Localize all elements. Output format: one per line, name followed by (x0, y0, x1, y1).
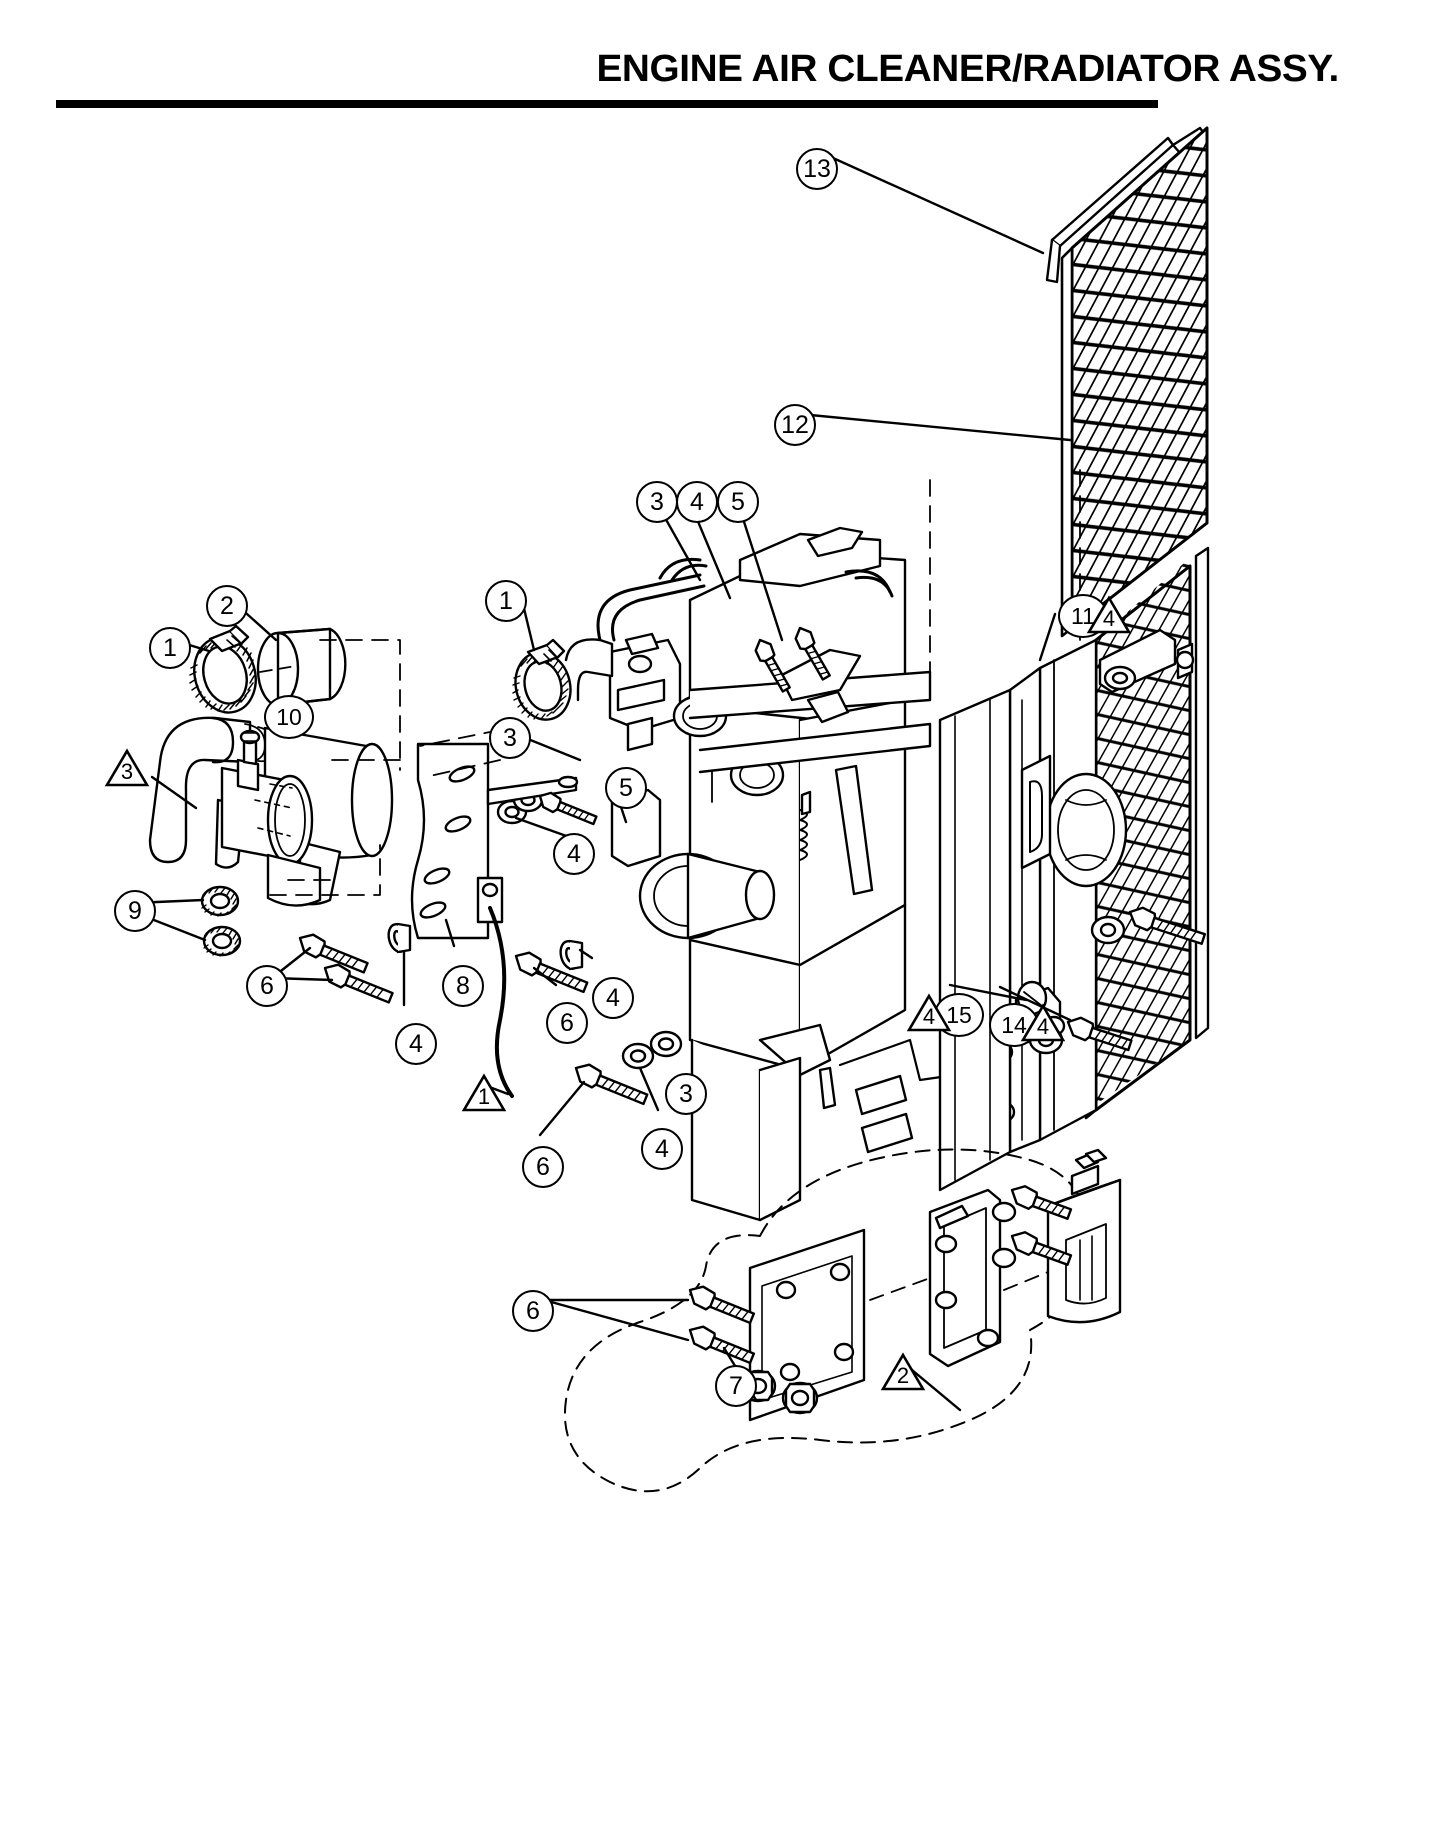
part-5-hex-screws-top (538, 626, 831, 826)
assembly-path-aircleaner (269, 639, 401, 896)
callout-4-lower[interactable]: 4 (641, 1128, 683, 1170)
callout-12[interactable]: 12 (774, 404, 816, 446)
callout-tri-2-bottle[interactable]: 2 (880, 1352, 926, 1392)
callout-1-mid[interactable]: 1 (485, 580, 527, 622)
callout-tri-4-radiator[interactable]: 4 (1086, 595, 1132, 635)
leader-4b (514, 816, 574, 840)
callout-tri-4-mount-label: 4 (922, 1004, 936, 1029)
leader-8 (444, 918, 456, 948)
callout-tri-4-mount[interactable]: 4 (906, 993, 952, 1033)
engine-block-assembly (564, 526, 992, 1222)
leader-4e (638, 1066, 660, 1112)
page-header: ENGINE AIR CLEANER/RADIATOR ASSY. (0, 0, 1445, 118)
leader-6c (538, 1080, 586, 1137)
page-title: ENGINE AIR CLEANER/RADIATOR ASSY. (596, 48, 1340, 90)
part-1-hose-clamp-left (189, 624, 257, 714)
callout-5-mid[interactable]: 5 (605, 767, 647, 809)
callout-2[interactable]: 2 (206, 585, 248, 627)
leader-3c (666, 1053, 674, 1058)
callout-4-mid[interactable]: 4 (553, 833, 595, 875)
leader-11 (1038, 612, 1057, 662)
subassembly-boundary (564, 1148, 1090, 1493)
header-rule (56, 100, 1158, 108)
callout-6-center[interactable]: 6 (546, 1002, 588, 1044)
callout-1-left[interactable]: 1 (149, 627, 191, 669)
leader-3t (150, 775, 198, 810)
callout-tri-1-wire-label: 1 (477, 1084, 491, 1109)
callout-8[interactable]: 8 (442, 965, 484, 1007)
callout-6-left[interactable]: 6 (246, 965, 288, 1007)
callout-6-bottom[interactable]: 6 (512, 1290, 554, 1332)
callout-3-plate[interactable]: 3 (489, 717, 531, 759)
callout-tri-4-isolator-label: 4 (1036, 1014, 1050, 1039)
part-air-cleaner-body (148, 716, 394, 907)
leader-13 (831, 156, 1045, 255)
part-4-washers-left (387, 787, 683, 1070)
callout-3-lower[interactable]: 3 (665, 1073, 707, 1115)
callout-3-top[interactable]: 3 (636, 481, 678, 523)
leader-14 (998, 985, 1072, 1022)
leader-4d (578, 948, 594, 960)
callout-tri-4-isolator[interactable]: 4 (1020, 1003, 1066, 1043)
callout-4-lower-left[interactable]: 4 (395, 1023, 437, 1065)
callout-4-center[interactable]: 4 (592, 977, 634, 1019)
callout-7[interactable]: 7 (715, 1365, 757, 1407)
callout-tri-3-hose-label: 3 (120, 759, 134, 784)
callout-tri-4-radiator-label: 4 (1102, 606, 1116, 631)
leader-6b (532, 966, 558, 987)
callout-9[interactable]: 9 (114, 890, 156, 932)
part-2-intake-sleeve (256, 627, 350, 707)
callout-5-top[interactable]: 5 (717, 481, 759, 523)
callout-tri-3-hose[interactable]: 3 (104, 748, 150, 788)
callout-4-top[interactable]: 4 (676, 481, 718, 523)
leader-6d2 (542, 1298, 690, 1342)
part-8-mounting-plate (410, 742, 579, 940)
callout-6-lower[interactable]: 6 (522, 1146, 564, 1188)
leader-15 (948, 983, 1028, 1002)
leader-12 (798, 412, 1072, 442)
part-6-hex-bolts-left (298, 933, 394, 1004)
part-15-hardware (1016, 906, 1207, 1055)
part-1t-ground-wire (488, 906, 514, 1098)
recovery-bottle-subassembly (564, 1148, 1122, 1493)
callout-10[interactable]: 10 (264, 695, 314, 739)
callout-tri-2-bottle-label: 2 (896, 1363, 910, 1388)
part-9-locknuts (200, 885, 242, 957)
part-1-hose-clamp-mid (512, 638, 572, 721)
leader-5a (735, 498, 784, 642)
callout-tri-1-wire[interactable]: 1 (461, 1073, 507, 1113)
callout-13[interactable]: 13 (796, 148, 838, 190)
